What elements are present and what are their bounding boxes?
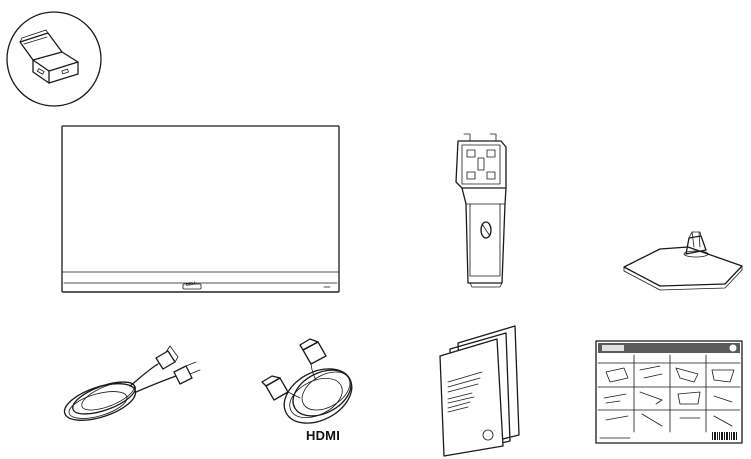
setup-guide-icon [595,340,743,444]
hdmi-cable-icon [261,338,353,424]
hdmi-label: HDMI [305,428,341,443]
barcode-icon [712,432,737,440]
documents-icon [439,325,520,457]
power-cable-icon [63,345,201,421]
box-icon [6,11,102,107]
monitor-icon [61,125,340,293]
stand-base-icon [623,231,743,291]
stand-riser-icon [455,133,507,288]
